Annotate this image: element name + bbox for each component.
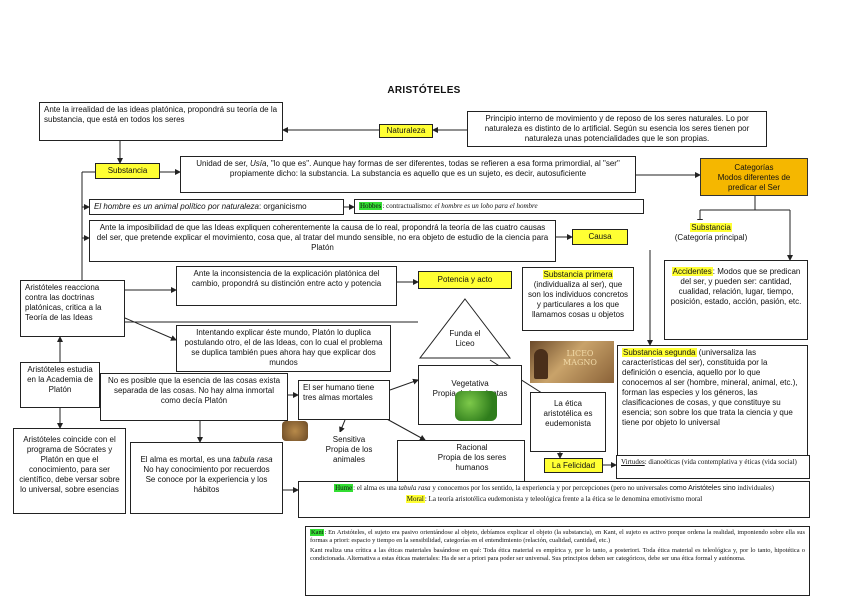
naturaleza-label: Naturaleza: [379, 124, 433, 138]
unidad-text-pre: Unidad de ser,: [196, 159, 251, 168]
hombre-rest: : organicismo: [258, 202, 307, 211]
accidentes-rest: : Modos que se predican del ser, y puede…: [670, 267, 802, 306]
virtudes-name: Virtudes: [621, 458, 645, 466]
liceo-image-caption: LICEO MAGNO: [563, 349, 597, 367]
alma-italic: tabula rasa: [232, 455, 273, 464]
substancia-primera-title: Substancia primera: [542, 270, 614, 279]
virtudes-node: Virtudes: dianoéticas (vida contemplativ…: [616, 455, 810, 479]
hume-line: Hume: el alma es una tabula rasa y conoc…: [303, 484, 805, 493]
coincide-node: Aristóteles coincide con el programa de …: [13, 428, 126, 514]
substancia-segunda-rest: (universaliza las características del se…: [622, 348, 798, 427]
reacciona-node: Aristóteles reacciona contra las doctrin…: [20, 280, 125, 337]
hume-pre: : el alma es una: [353, 484, 399, 492]
hume-italic: tabula rasa: [398, 484, 431, 492]
alma-node: El alma es mortal, es una tabula rasa No…: [130, 442, 283, 514]
substancia-categoria-node: Substancia (Categoría principal): [650, 220, 772, 250]
inconsistencia-node: Ante la inconsistencia de la explicación…: [176, 266, 397, 306]
substancia-categoria-sub: (Categoría principal): [674, 233, 748, 242]
categorias-node: Categorías Modos diferentes de predicar …: [700, 158, 808, 196]
substancia-segunda-node: Substancia segunda (universaliza las car…: [617, 345, 808, 465]
hobbes-rest: : contractualismo:: [382, 202, 435, 210]
sensitiva-node: Sensitiva Propia de los animales: [310, 432, 388, 476]
kant-paragraph-1: Kant: En Aristóteles, el sujeto era pasi…: [310, 529, 805, 545]
hobbes-node: Hobbes: contractualismo: el hombre es un…: [354, 199, 644, 214]
moral-line: Moral: La teoría aristotélica eudemonist…: [303, 495, 805, 504]
moral-name: Moral: [405, 495, 425, 503]
kant-text-1: : En Aristóteles, el sujeto era pasivo o…: [310, 529, 805, 544]
duplica-node: Intentando explicar éste mundo, Platón l…: [176, 325, 391, 372]
felicidad-label: La Felicidad: [544, 458, 603, 473]
substancia-primera-rest: (individualiza al ser), que son los indi…: [527, 280, 629, 319]
substancia-label: Substancia: [95, 163, 160, 179]
substancia-segunda-title: Substancia segunda: [622, 348, 697, 357]
principio-node: Principio interno de movimiento y de rep…: [467, 111, 767, 147]
hume-moral-node: Hume: el alma es una tabula rasa y conoc…: [298, 481, 810, 518]
potencia-label: Potencia y acto: [418, 271, 512, 289]
substancia-primera-node: Substancia primera (individualiza al ser…: [522, 267, 634, 331]
hombre-italic: El hombre es un animal político por natu…: [94, 202, 259, 211]
moral-rest: : La teoría aristotélica eudemonista y t…: [424, 495, 703, 503]
academia-node: Aristóteles estudia en la Academia de Pl…: [20, 362, 100, 408]
virtudes-rest: : dianoéticas (vida contemplativa y étic…: [644, 458, 797, 466]
tresalmas-node: El ser humano tiene tres almas mortales: [298, 380, 390, 420]
liceo-image: LICEO MAGNO: [530, 341, 614, 383]
hume-end: individuales): [735, 484, 774, 492]
accidentes-title: Accidentes: [671, 267, 713, 276]
racional-node: Racional Propia de los seres humanos: [397, 440, 525, 482]
substancia-categoria-title: Substancia: [690, 223, 732, 232]
etica-node: La ética aristotélica es eudemonista: [530, 392, 606, 452]
hombre-node: El hombre es un animal político por natu…: [89, 199, 344, 215]
alma-post: No hay conocimiento por recuerdos Se con…: [143, 465, 270, 494]
noesposible-node: No es posible que la esencia de las cosa…: [100, 373, 288, 421]
kant-paragraph-2: Kant realiza una crítica a las éticas ma…: [310, 547, 805, 562]
hobbes-name: Hobbes: [359, 202, 383, 210]
statue-silhouette: [534, 349, 548, 379]
imposibilidad-node: Ante la imposibilidad de que las Ideas e…: [89, 220, 556, 262]
kant-node: Kant: En Aristóteles, el sujeto era pasi…: [305, 526, 810, 596]
irrealidad-node: Ante la irrealidad de las ideas platónic…: [39, 102, 283, 141]
animal-image: [282, 421, 308, 441]
unidad-usia: Usía: [250, 159, 267, 168]
kant-name: Kant: [310, 529, 325, 536]
hobbes-italic: el hombre es un lobo para el hombre: [434, 202, 538, 210]
page-title: ARISTÓTELES: [387, 85, 461, 96]
unidad-text-post: , "lo que es". Aunque hay formas de ser …: [229, 159, 620, 178]
hume-name: Hume: [334, 484, 354, 492]
funda-liceo-triangle: [418, 298, 512, 359]
hume-sans: como Aristóteles sino: [669, 485, 736, 492]
funda-liceo-label: Funda el Liceo: [449, 329, 481, 348]
plant-image: [455, 391, 497, 421]
accidentes-node: Accidentes: Modos que se predican del se…: [664, 260, 808, 340]
hume-post: y conocemos por los sentido, la experien…: [430, 484, 670, 492]
alma-pre: El alma es mortal, es una: [140, 455, 233, 464]
unidad-node: Unidad de ser, Usía, "lo que es". Aunque…: [180, 156, 636, 193]
causa-label: Causa: [572, 229, 628, 245]
